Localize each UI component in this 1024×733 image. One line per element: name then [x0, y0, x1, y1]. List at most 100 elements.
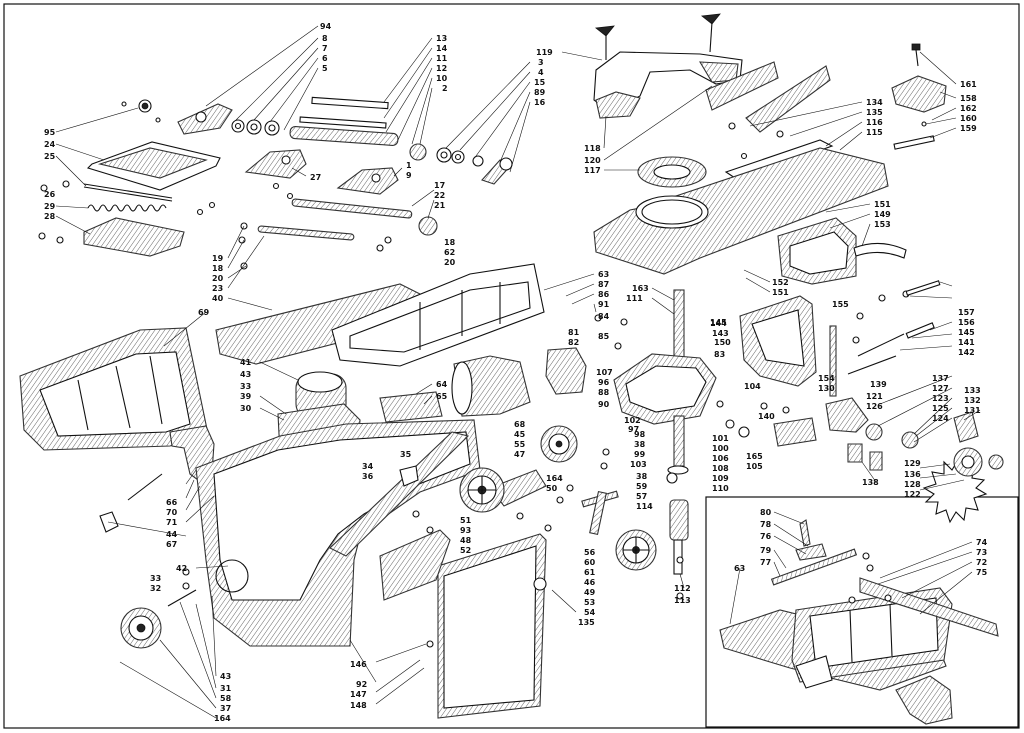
callout-53: 53	[584, 598, 595, 607]
callout-132: 132	[964, 396, 981, 405]
callout-165: 165	[746, 452, 763, 461]
callout-89: 89	[534, 88, 546, 97]
callout-3: 3	[538, 58, 544, 67]
callout-74: 74	[976, 538, 988, 547]
callout-88: 88	[598, 388, 610, 397]
callout-32: 32	[150, 584, 161, 593]
callout-65: 65	[436, 392, 448, 401]
callout-148: 148	[350, 701, 367, 710]
callout-115: 115	[866, 128, 883, 137]
callout-23: 23	[212, 284, 223, 293]
callout-55: 55	[514, 440, 526, 449]
callout-109: 109	[712, 474, 729, 483]
callout-151: 151	[874, 200, 891, 209]
callout-139: 139	[870, 380, 887, 389]
callout-31: 31	[220, 684, 232, 693]
leader-lines	[55, 25, 981, 719]
callout-91: 91	[598, 300, 610, 309]
callout-6: 6	[322, 54, 328, 63]
callout-68: 68	[514, 420, 526, 429]
callout-141: 141	[958, 338, 975, 347]
callout-60: 60	[584, 558, 596, 567]
callout-96: 96	[598, 378, 610, 387]
callout-79: 79	[760, 546, 772, 555]
callout-9: 9	[406, 171, 412, 180]
callout-44: 44	[166, 530, 178, 539]
callout-114: 114	[636, 502, 653, 511]
callout-121: 121	[866, 392, 883, 401]
callout-103: 103	[630, 460, 647, 469]
callout-12: 12	[436, 64, 447, 73]
callout-154: 154	[818, 374, 835, 383]
callout-1: 1	[406, 161, 412, 170]
callout-145-mid: 145	[710, 318, 727, 327]
callout-120: 120	[584, 156, 601, 165]
callout-126: 126	[866, 402, 883, 411]
callout-153: 153	[874, 220, 891, 229]
callout-33: 33	[240, 382, 251, 391]
callout-labels: 94 8 7 6 5 13 14 11 12 10 2 3 4 15 89 16…	[44, 22, 988, 723]
callout-34: 34	[362, 462, 374, 471]
callout-40: 40	[212, 294, 224, 303]
callout-146: 146	[350, 660, 367, 669]
callout-39: 39	[240, 392, 252, 401]
callout-54: 54	[584, 608, 596, 617]
callout-41: 41	[240, 358, 252, 367]
callout-163: 163	[632, 284, 649, 293]
callout-50: 50	[546, 484, 558, 493]
callout-38b: 38	[636, 472, 648, 481]
callout-164-low: 164	[214, 714, 231, 723]
callout-159: 159	[960, 124, 977, 133]
callout-134: 134	[866, 98, 883, 107]
callout-70: 70	[166, 508, 178, 517]
callout-29: 29	[44, 202, 56, 211]
callout-95: 95	[44, 128, 56, 137]
callout-136: 136	[904, 470, 921, 479]
callout-90: 90	[598, 400, 610, 409]
callout-151-mid: 151	[772, 288, 789, 297]
callout-58: 58	[220, 694, 232, 703]
callout-21: 21	[434, 201, 446, 210]
planer-table-group	[19, 263, 545, 481]
callout-123: 123	[932, 394, 949, 403]
callout-158: 158	[960, 94, 977, 103]
callout-43-low: 43	[220, 672, 231, 681]
base-and-motor-group	[99, 347, 657, 719]
callout-100: 100	[712, 444, 729, 453]
callout-80: 80	[760, 508, 772, 517]
callout-147: 147	[350, 690, 367, 699]
callout-152: 152	[772, 278, 789, 287]
callout-130: 130	[818, 384, 835, 393]
spring-29	[87, 204, 167, 212]
inset-fence-group	[719, 519, 999, 725]
callout-11: 11	[436, 54, 448, 63]
callout-28: 28	[44, 212, 56, 221]
callout-106: 106	[712, 454, 729, 463]
callout-102: 102	[624, 416, 641, 425]
callout-78: 78	[760, 520, 772, 529]
callout-13: 13	[436, 34, 447, 43]
callout-59: 59	[636, 482, 648, 491]
callout-24: 24	[44, 140, 56, 149]
callout-51: 51	[460, 516, 472, 525]
callout-150: 150	[714, 338, 731, 347]
callout-87: 87	[598, 280, 609, 289]
callout-36: 36	[362, 472, 374, 481]
callout-127: 127	[932, 384, 949, 393]
callout-67: 67	[166, 540, 177, 549]
callout-30: 30	[240, 404, 252, 413]
callout-69: 69	[198, 308, 210, 317]
callout-27: 27	[310, 173, 321, 182]
overarm-group	[593, 13, 947, 275]
callout-118: 118	[584, 144, 601, 153]
callout-35: 35	[400, 450, 412, 459]
callout-142: 142	[958, 348, 975, 357]
callout-4: 4	[538, 68, 544, 77]
callout-16: 16	[534, 98, 546, 107]
callout-144: 144	[710, 319, 727, 328]
callout-15: 15	[534, 78, 546, 87]
callout-8: 8	[322, 34, 328, 43]
callout-133: 133	[964, 386, 981, 395]
callout-99: 99	[634, 450, 646, 459]
